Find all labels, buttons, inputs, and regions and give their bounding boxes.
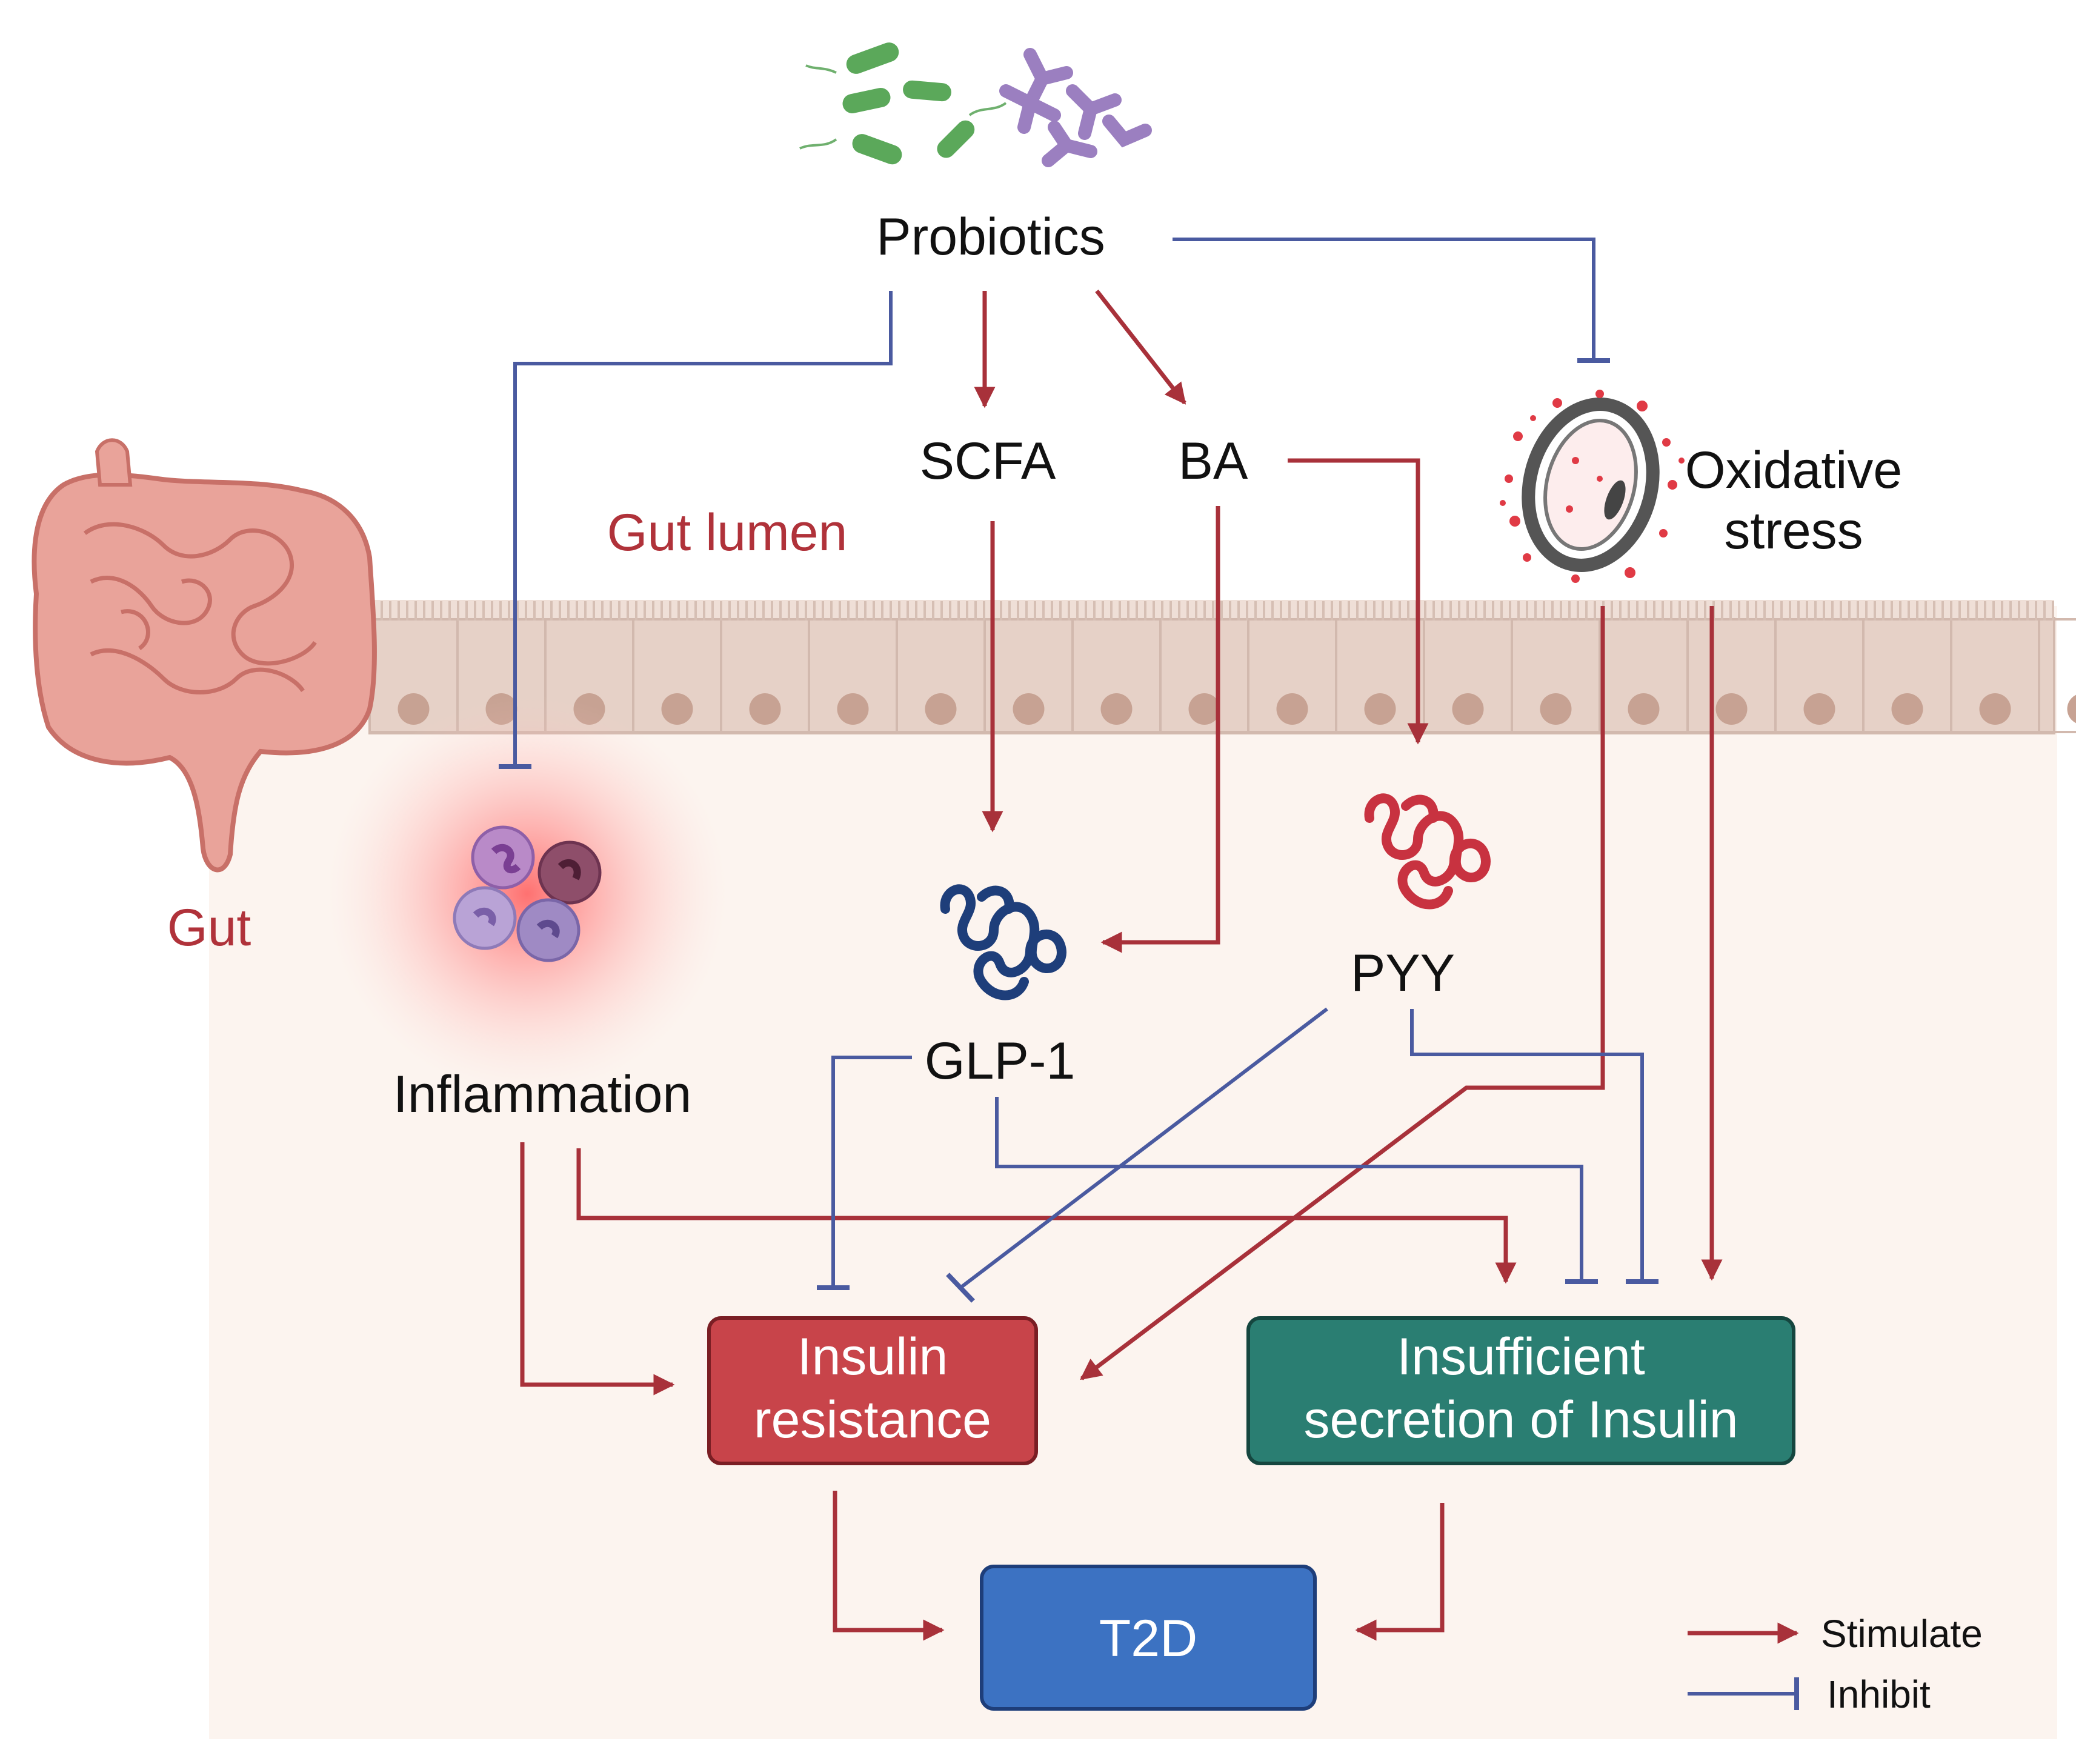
t2d-box: T2D [980,1565,1317,1711]
text-labels: Probiotics SCFA BA Oxidative stress Gut … [167,208,1903,1123]
arrow-inflammation-insufficient-secretion [576,1148,1517,1284]
glp1-label: GLP-1 [925,1032,1076,1090]
inflammation-label: Inflammation [393,1065,691,1123]
oxidative-label-line1: Oxidative [1685,441,1903,499]
cell-nucleus [1188,693,1220,725]
cell-nucleus [749,693,781,725]
arrow-probiotics-ba [1095,289,1186,405]
inhibit-lines [499,238,1799,1710]
cell-nucleus [925,693,957,725]
inhibit-glp1-insulin-resistance [831,1056,912,1288]
insufficient-secretion-line2: secretion of Insulin [1303,1391,1738,1449]
inhibit-pyy-insulin-resistance [959,1007,1328,1290]
inhibit-pyy-insufficient-secretion [1410,1009,1644,1282]
cell-nucleus [1100,693,1133,725]
oxidized-cell-icon [1500,390,1685,583]
cell-nucleus [1540,693,1572,725]
inhibit-glp1-insufficient-secretion [995,1097,1583,1282]
legend-stimulate-label: Stimulate [1821,1612,1983,1656]
insulin-resistance-line1: Insulin [797,1328,948,1386]
ba-label: BA [1179,432,1248,490]
cell-nucleus [1628,693,1660,725]
insufficient-secretion-box: Insufficient secretion of Insulin [1246,1316,1795,1465]
pyy-peptide-icon [1364,793,1491,910]
cell-nucleus [837,693,869,725]
arrow-oxidative-insulin-resistance [1080,606,1605,1380]
cell-nucleus [1979,693,2011,725]
cell-nucleus [398,693,430,725]
inhibit-probiotics-oxidative [1173,238,1595,361]
cell-nucleus [1013,693,1045,725]
scfa-label: SCFA [920,432,1056,490]
cell-nucleus [1364,693,1396,725]
oxidative-label-line2: stress [1724,502,1863,560]
arrow-insulin-resistance-t2d [833,1491,945,1641]
cell-nucleus [1891,693,1923,725]
arrow-ba-pyy [1288,458,1429,745]
probiotics-label: Probiotics [876,208,1105,266]
gut-lumen-label: Gut lumen [607,504,848,562]
bacteria-icon [799,42,1152,167]
immune-cells-icon [327,694,727,1094]
arrow-insufficient-secretion-t2d [1355,1503,1445,1641]
t2d-label: T2D [1099,1609,1197,1668]
cell-nucleus [2067,694,2076,724]
inhibit-probiotics-inflammation [513,291,893,767]
insufficient-secretion-line1: Insufficient [1397,1328,1645,1386]
glp1-peptide-icon [940,884,1066,1000]
pyy-label: PYY [1351,944,1455,1002]
intestine-icon [32,438,377,873]
cell-nucleus [1715,693,1748,725]
cell-nucleus [1452,693,1484,725]
legend: Stimulate Inhibit [1821,1612,1983,1716]
cell-nucleus [1276,693,1308,725]
insulin-resistance-box: Insulin resistance [707,1316,1038,1465]
insulin-resistance-line2: resistance [754,1391,991,1449]
stimulate-arrows [520,289,1799,1644]
cell-nucleus [661,693,693,725]
legend-inhibit-label: Inhibit [1827,1672,1931,1716]
gut-label: Gut [167,899,251,957]
epithelial-cell [2038,618,2076,733]
cell-nucleus [1803,693,1835,725]
arrow-inflammation-insulin-resistance [520,1142,675,1396]
epithelium-layer [368,600,2076,734]
arrow-ba-glp1 [1100,506,1220,953]
